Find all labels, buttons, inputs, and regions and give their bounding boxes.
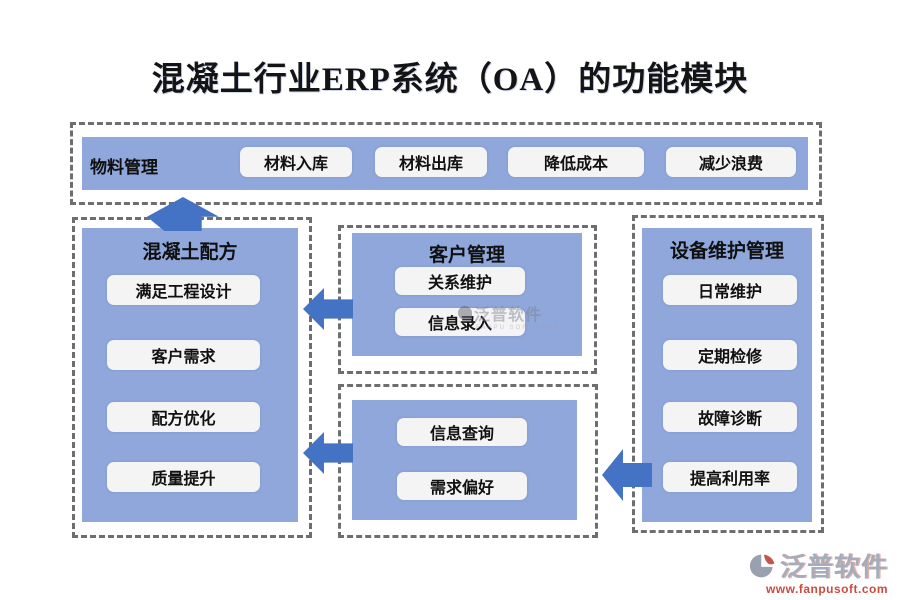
- equipment-item-fault-diagnosis: 故障诊断: [663, 402, 797, 432]
- material-item-waste-reduction: 减少浪费: [666, 147, 796, 177]
- material-group-label: 物料管理: [90, 158, 158, 177]
- equipment-group-box: [632, 215, 824, 533]
- info-item-query: 信息查询: [397, 418, 527, 446]
- material-item-outbound: 材料出库: [375, 147, 487, 177]
- material-item-inbound: 材料入库: [240, 147, 352, 177]
- info-item-preference: 需求偏好: [397, 472, 527, 500]
- brand-logo-icon: [749, 554, 775, 577]
- material-item-cost-reduction: 降低成本: [508, 147, 644, 177]
- material-group-box: [70, 122, 822, 205]
- equipment-item-daily-maintenance: 日常维护: [663, 275, 797, 305]
- brand-block: 泛普软件 www.fanpusoft.com: [749, 547, 888, 596]
- brand-name: 泛普软件: [779, 553, 888, 582]
- formula-group-label: 混凝土配方: [142, 242, 238, 263]
- equipment-group-label: 设备维护管理: [669, 241, 784, 262]
- page-title: 混凝土行业ERP系统（OA）的功能模块: [151, 62, 749, 98]
- customer-group-label: 客户管理: [428, 245, 505, 266]
- formula-item-engineering-design: 满足工程设计: [107, 275, 260, 305]
- equipment-item-periodic-overhaul: 定期检修: [663, 340, 797, 370]
- customer-item-data-entry: 信息录入: [395, 308, 525, 336]
- formula-item-customer-needs: 客户需求: [107, 340, 260, 370]
- formula-item-quality-improvement: 质量提升: [107, 462, 260, 492]
- brand-url-link[interactable]: www.fanpusoft.com: [765, 582, 888, 596]
- customer-item-relationship: 关系维护: [395, 267, 525, 295]
- equipment-item-utilization: 提高利用率: [663, 462, 797, 492]
- formula-item-optimization: 配方优化: [107, 402, 260, 432]
